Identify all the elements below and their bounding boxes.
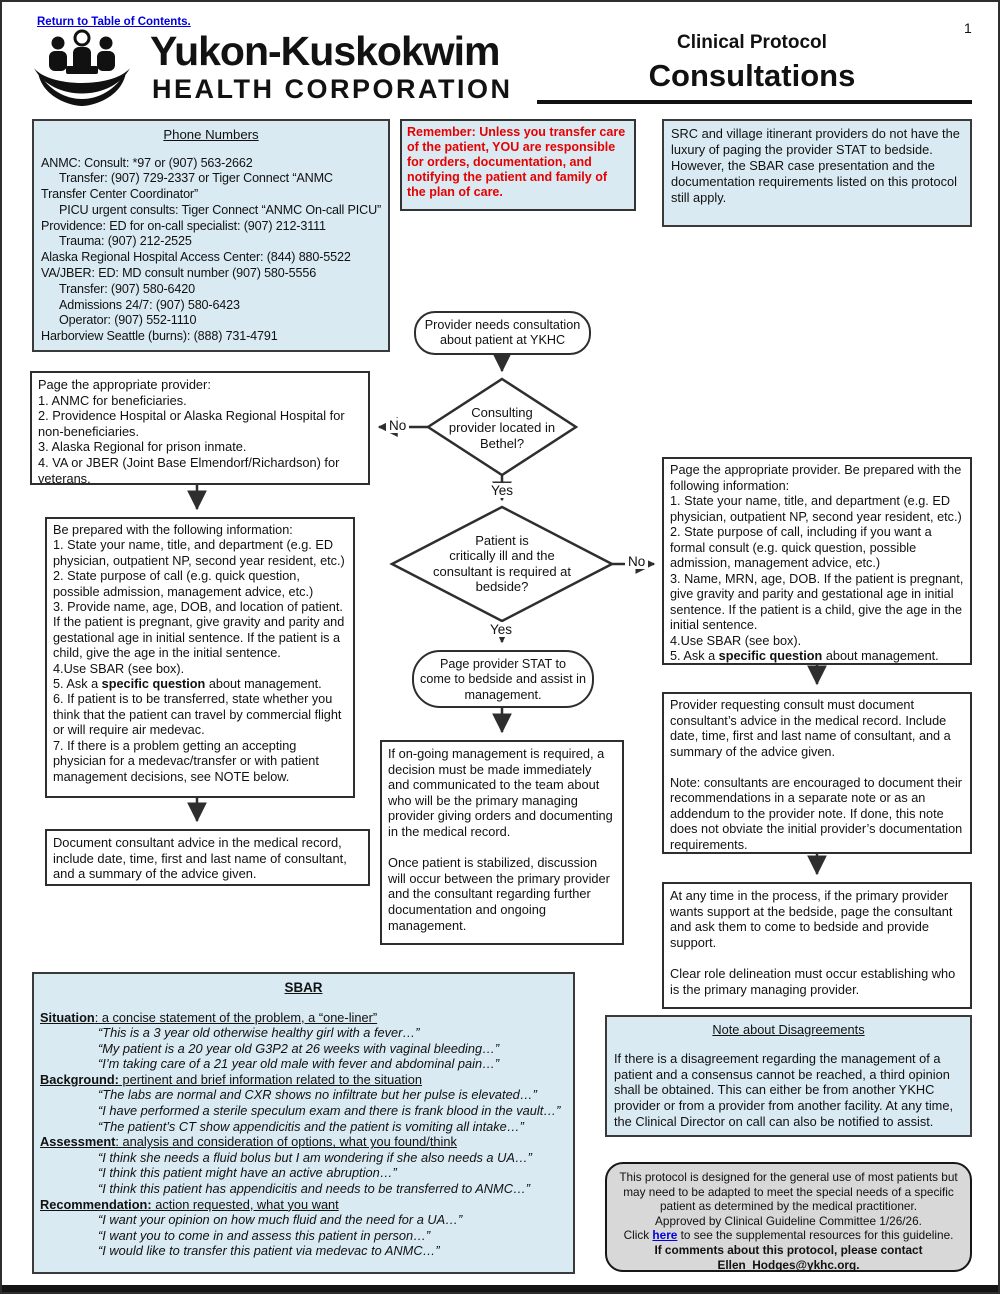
ongoing-management-box: If on-going management is required, a de… bbox=[380, 740, 624, 945]
be-prepared-text: Be prepared with the following informati… bbox=[53, 523, 345, 692]
sbar-example: “I have performed a sterile speculum exa… bbox=[98, 1103, 561, 1119]
flow-decision-critical: Patient is critically ill and the consul… bbox=[432, 533, 572, 594]
be-prepared-bold: specific question bbox=[101, 677, 206, 692]
footer-click-after: to see the supplemental resources for th… bbox=[677, 1228, 954, 1243]
sbar-example: “My patient is a 20 year old G3P2 at 26 … bbox=[98, 1040, 500, 1056]
supplemental-resources-link[interactable]: here bbox=[652, 1228, 678, 1243]
remember-box: Remember: Unless you transfer care of th… bbox=[400, 119, 636, 211]
remember-text: Remember: Unless you transfer care of th… bbox=[407, 125, 626, 199]
sbar-example: “I want your opinion on how much fluid a… bbox=[98, 1212, 463, 1228]
phone-line: Trauma: (907) 212-2525 bbox=[59, 234, 192, 249]
page-bottom-edge bbox=[2, 1285, 998, 1292]
protocol-footer-box: This protocol is designed for the genera… bbox=[605, 1162, 972, 1272]
sbar-example: “I would like to transfer this patient v… bbox=[98, 1243, 440, 1259]
label-no-critical: No bbox=[625, 554, 649, 569]
sbar-box: SBAR Situation: a concise statement of t… bbox=[32, 972, 575, 1274]
src-note-text: SRC and village itinerant providers do n… bbox=[671, 126, 960, 205]
be-prepared-text-after: about management. 6. If patient is to be… bbox=[53, 677, 342, 784]
page-bethel-bold: specific question bbox=[718, 649, 823, 663]
sbar-example: “I want you to come in and assess this p… bbox=[98, 1227, 431, 1243]
phone-line: Transfer: (907) 729-2337 or Tiger Connec… bbox=[59, 171, 333, 186]
org-name: Yukon-Kuskokwim bbox=[150, 28, 501, 74]
phone-line: Admissions 24/7: (907) 580-6423 bbox=[59, 297, 240, 312]
phone-line: Transfer: (907) 580-6420 bbox=[59, 281, 195, 296]
protocol-title: Consultations bbox=[648, 58, 856, 93]
phone-numbers-title: Phone Numbers bbox=[163, 127, 259, 142]
sbar-example: “I’m taking care of a 21 year old male w… bbox=[98, 1056, 500, 1072]
return-to-toc-link[interactable]: Return to Table of Contents. bbox=[37, 16, 191, 28]
title-underline bbox=[537, 100, 972, 104]
must-document-box: Provider requesting consult must documen… bbox=[662, 692, 972, 854]
sbar-section-header: Recommendation: action requested, what y… bbox=[40, 1196, 339, 1212]
sbar-title: SBAR bbox=[284, 980, 323, 995]
sbar-section-header: Assessment: analysis and consideration o… bbox=[40, 1134, 457, 1150]
label-no-bethel: No bbox=[386, 418, 410, 433]
bedside-support-box: At any time in the process, if the prima… bbox=[662, 882, 972, 1009]
phone-line: Providence: ED for on-call specialist: (… bbox=[41, 218, 326, 233]
footer-disclaimer: This protocol is designed for the genera… bbox=[619, 1170, 958, 1214]
footer-approved: Approved by Clinical Guideline Committee… bbox=[655, 1213, 922, 1228]
document-advice-box: Document consultant advice in the medica… bbox=[45, 829, 370, 886]
phone-line: ANMC: Consult: *97 or (907) 563-2662 bbox=[41, 155, 253, 170]
org-subname: HEALTH CORPORATION bbox=[152, 74, 513, 104]
sbar-sections: Situation: a concise statement of the pr… bbox=[40, 1010, 567, 1260]
footer-contact: If comments about this protocol, please … bbox=[654, 1242, 923, 1272]
page-number: 1 bbox=[964, 20, 972, 36]
disagreements-body: If there is a disagreement regarding the… bbox=[614, 1050, 954, 1129]
footer-click-line: Click here to see the supplemental resou… bbox=[617, 1228, 960, 1243]
label-yes-bethel: Yes bbox=[488, 483, 517, 498]
be-prepared-box: Be prepared with the following informati… bbox=[45, 517, 355, 798]
page-bethel-text: Page the appropriate provider. Be prepar… bbox=[670, 463, 964, 663]
ykhc-logo bbox=[34, 29, 130, 106]
sbar-example: “I think this patient might have an acti… bbox=[98, 1165, 397, 1181]
phone-line: PICU urgent consults: Tiger Connect “ANM… bbox=[59, 202, 382, 217]
footer-click-before: Click bbox=[623, 1228, 653, 1243]
sbar-section-header: Situation: a concise statement of the pr… bbox=[40, 1009, 378, 1025]
sbar-example: “I think this patient has appendicitis a… bbox=[98, 1181, 531, 1197]
sbar-example: “This is a 3 year old otherwise healthy … bbox=[98, 1025, 420, 1041]
flow-start-node: Provider needs consultation about patien… bbox=[414, 311, 591, 355]
protocol-type: Clinical Protocol bbox=[677, 32, 827, 53]
sbar-section-header: Background: pertinent and brief informat… bbox=[40, 1071, 422, 1087]
phone-numbers-box: Phone Numbers ANMC: Consult: *97 or (907… bbox=[32, 119, 390, 352]
phone-line: Operator: (907) 552-1110 bbox=[59, 313, 197, 328]
sbar-example: “The patient’s CT show appendicitis and … bbox=[98, 1118, 524, 1134]
phone-line: VA/JBER: ED: MD consult number (907) 580… bbox=[41, 266, 317, 281]
sbar-example: “The labs are normal and CXR shows no in… bbox=[98, 1087, 537, 1103]
src-note-box: SRC and village itinerant providers do n… bbox=[662, 119, 972, 227]
page-provider-non-bethel-box: Page the appropriate provider: 1. ANMC f… bbox=[30, 371, 370, 486]
flow-decision-bethel: Consulting provider located in Bethel? bbox=[448, 405, 556, 451]
sbar-example: “I think she needs a fluid bolus but I a… bbox=[98, 1149, 532, 1165]
label-yes-critical: Yes bbox=[487, 622, 516, 637]
page-stat-node: Page provider STAT to come to bedside an… bbox=[412, 650, 594, 708]
page-bethel-text-after: about management. bbox=[822, 649, 939, 663]
phone-line: Alaska Regional Hospital Access Center: … bbox=[41, 250, 351, 265]
page-provider-bethel-box: Page the appropriate provider. Be prepar… bbox=[662, 457, 972, 665]
disagreements-title: Note about Disagreements bbox=[712, 1022, 865, 1037]
phone-line: Harborview Seattle (burns): (888) 731-47… bbox=[41, 329, 278, 344]
disagreements-box: Note about Disagreements If there is a d… bbox=[605, 1015, 972, 1137]
phone-line: Transfer Center Coordinator” bbox=[41, 187, 199, 202]
